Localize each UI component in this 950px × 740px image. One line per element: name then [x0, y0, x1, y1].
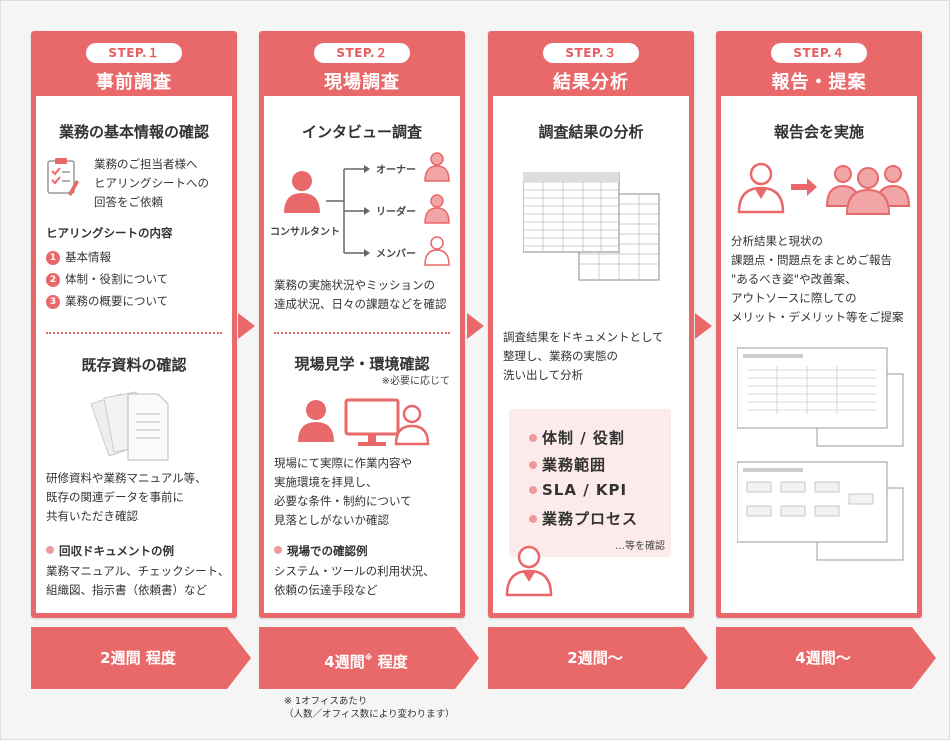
step2-title: 現場調査 — [324, 72, 400, 93]
footnote: ※ 1オフィスあたり （人数／オフィス数により変わります） — [284, 696, 455, 720]
report-documents-icon — [737, 347, 904, 561]
step2-sec1-title: インタビュー調査 — [301, 123, 422, 141]
divider — [274, 332, 450, 334]
presenter-person-icon — [737, 162, 785, 214]
arrow-right-icon — [791, 178, 817, 196]
analyst-person-icon — [505, 545, 553, 597]
worker-person-icon — [394, 404, 430, 446]
step2-body: インタビュー調査 — [264, 96, 460, 613]
step2-examples-text: システム・ツールの利用状況、 依頼の伝達手段など — [274, 564, 435, 597]
bullet-icon — [46, 546, 54, 554]
checkpoints-suffix: …等を確認 — [615, 541, 665, 552]
checkpoint-item: SLA / KPI — [529, 481, 627, 499]
checklist-icon — [47, 158, 79, 196]
arrow-right-icon — [467, 313, 484, 339]
step3-checkpoints: 体制 / 役割 業務範囲 SLA / KPI 業務プロセス …等を確認 — [509, 409, 671, 557]
step1-sec1-text: 業務のご担当者様へ ヒアリングシートへの 回答をご依頼 — [94, 157, 209, 209]
leader-person-icon — [424, 194, 450, 224]
step4-sec1-text: 分析結果と現状の 課題点・問題点をまとめご報告 "あるべき姿"や改善案、 アウト… — [731, 234, 904, 324]
bullet-icon — [274, 546, 282, 554]
report-meeting-icon — [737, 162, 911, 215]
step1-list-heading: ヒアリングシートの内容 — [46, 226, 173, 240]
audience-group-icon — [825, 165, 911, 215]
step4-column: STEP.４ 報告・提案 報告会を実施 — [716, 31, 922, 618]
documents-icon — [90, 391, 169, 461]
step3-sec1-title: 調査結果の分析 — [538, 123, 644, 141]
step1-sec1-title: 業務の基本情報の確認 — [58, 123, 209, 141]
monitor-icon — [344, 398, 400, 446]
owner-person-icon — [424, 152, 450, 182]
step1-label: STEP.１ — [86, 43, 182, 63]
role-member: メンバー — [376, 249, 416, 260]
step4-body: 報告会を実施 分析結果と現状の 課題点・問 — [721, 96, 917, 613]
step1-sec2-text: 研修資料や業務マニュアル等、 既存の関連データを事前に 共有いただき確認 — [46, 471, 207, 523]
step3-title: 結果分析 — [553, 72, 629, 93]
checkpoint-item: 体制 / 役割 — [529, 427, 625, 448]
step2-examples-heading: 現場での確認例 — [274, 542, 368, 561]
step2-sec1-text: 業務の実施状況やミッションの 達成状況、日々の課題などを確認 — [274, 278, 447, 311]
checkpoint-item: 業務プロセス — [529, 508, 638, 529]
checkpoint-item: 業務範囲 — [529, 454, 606, 475]
divider — [46, 332, 222, 334]
step3-sec1-text: 調査結果をドキュメントとして 整理し、業務の実態の 洗い出して分析 — [503, 330, 664, 382]
step3-label: STEP.３ — [543, 43, 639, 63]
step2-label: STEP.２ — [314, 43, 410, 63]
site-visit-icon — [298, 398, 430, 446]
step4-label: STEP.４ — [771, 43, 867, 63]
step1-examples-text: 業務マニュアル、チェックシート、 組織図、指示書（依頼書）など — [46, 564, 230, 597]
role-owner: オーナー — [376, 165, 416, 176]
step2-sec2-note: ※必要に応じて — [381, 376, 450, 387]
visitor-person-icon — [298, 400, 334, 442]
step1-body: 業務の基本情報の確認 業務のご担当者様へ ヒアリングシートへの 回答をご依頼 ヒ… — [36, 96, 232, 613]
step2-column: STEP.２ 現場調査 インタビュー調査 — [259, 31, 465, 618]
step1-title: 事前調査 — [96, 72, 172, 93]
interview-tree — [284, 152, 450, 266]
arrow-right-icon — [238, 313, 255, 339]
role-leader: リーダー — [376, 207, 416, 218]
member-person-icon — [424, 236, 450, 266]
step1-sec2-title: 既存資料の確認 — [81, 356, 187, 374]
step4-sec1-title: 報告会を実施 — [773, 123, 864, 141]
consultant-person-icon — [284, 171, 320, 213]
consultant-label: コンサルタント — [270, 227, 340, 238]
step1-column: STEP.１ 事前調査 業務の基本情報の確認 業務のご担当者様へ ヒアリングシー… — [31, 31, 237, 618]
step2-sec2-title: 現場見学・環境確認 — [294, 355, 430, 373]
step1-examples-heading: 回収ドキュメントの例 — [46, 542, 174, 561]
analysis-spreadsheet-icon — [523, 172, 660, 281]
step4-title: 報告・提案 — [771, 72, 867, 93]
step2-sec2-text: 現場にて実際に作業内容や 実施環境を拝見し、 必要な条件・制約について 見落とし… — [274, 456, 412, 527]
arrow-right-icon — [695, 313, 712, 339]
